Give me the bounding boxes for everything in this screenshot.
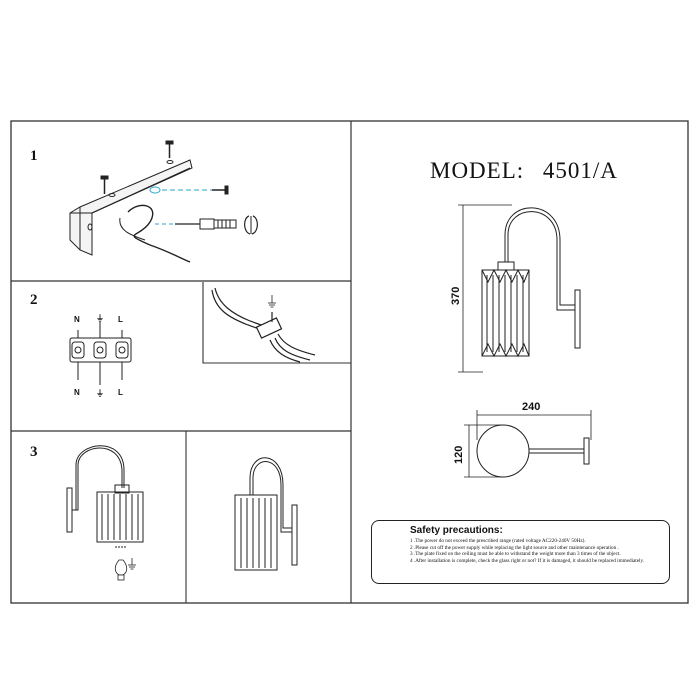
screw-icon	[165, 140, 174, 158]
safety-line-3: 3 .The plate fixed on the ceiling must b…	[410, 551, 621, 558]
step3-fixture-with-bulb	[66, 445, 144, 548]
depth-dimension-line	[464, 424, 503, 478]
safety-line-4: 4 .After installation is complete, check…	[410, 558, 645, 565]
wire-label-earth-bottom: ⏚	[96, 389, 104, 398]
height-dimension: 370	[450, 286, 462, 305]
earth-icon	[268, 295, 276, 308]
safety-precautions-box: Safety precautions: 1 .The power do not …	[371, 520, 670, 584]
wire-label-n-bottom: N	[74, 388, 80, 397]
screwdriver-icon	[175, 215, 258, 235]
safety-line-1: 1 .The power do not exceed the prescribe…	[410, 538, 586, 544]
wire-label-l-top: L	[118, 315, 123, 324]
earth-icon	[128, 558, 136, 570]
wire-label-earth-top: ⏚	[96, 314, 104, 323]
outer-frame	[10, 120, 689, 604]
model-number: 4501/A	[542, 158, 618, 183]
wire-label-l-bottom: L	[118, 388, 123, 397]
product-side-view	[481, 207, 581, 358]
model-title: MODEL: 4501/A	[430, 158, 618, 184]
height-dimension-line	[458, 204, 512, 373]
step-1-label: 1	[30, 148, 38, 164]
bulb-icon	[114, 559, 128, 581]
terminal-block	[69, 322, 132, 385]
model-label: MODEL:	[430, 158, 525, 183]
safety-lines: 1 .The power do not exceed the prescribe…	[410, 538, 665, 565]
step3-fixture-final	[234, 457, 298, 571]
step-2-label: 2	[30, 292, 38, 308]
screw-icon	[212, 185, 229, 195]
product-top-view	[476, 424, 590, 478]
safety-title: Safety precautions:	[410, 525, 503, 536]
safety-line-2: 2 .Please cut off the power supply while…	[410, 544, 619, 551]
width-dimension: 240	[522, 401, 541, 413]
step-3-label: 3	[30, 444, 38, 460]
step2-detail-box	[202, 282, 351, 364]
depth-dimension: 120	[453, 445, 465, 464]
step1-bracket-diagram	[69, 159, 220, 263]
wire-detail-diagram	[211, 287, 316, 363]
wire-label-n-top: N	[74, 315, 80, 324]
screw-icon	[100, 175, 109, 194]
